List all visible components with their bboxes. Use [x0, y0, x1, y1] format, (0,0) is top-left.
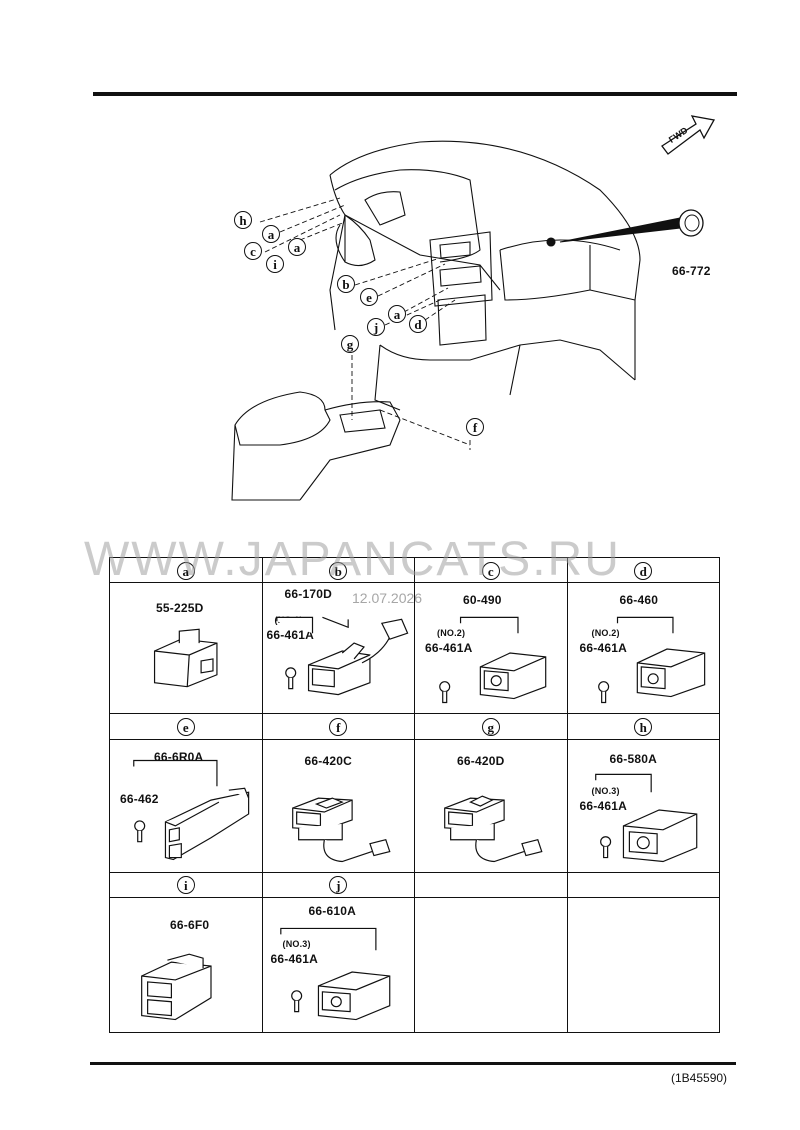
- sub-part-number: 66-461A: [270, 951, 318, 966]
- switch-icon: [439, 616, 547, 704]
- console-switch-icon: [291, 796, 391, 862]
- header-h: h: [566, 713, 720, 740]
- part-number: 66-6F0: [170, 917, 210, 932]
- header-e: e: [109, 713, 263, 740]
- part-number: 66-420D: [457, 753, 505, 768]
- cell-j: 66-610A (NO.3) 66-461A: [261, 896, 415, 1034]
- callout-a: a: [176, 561, 195, 580]
- callout-d: d: [634, 561, 653, 580]
- header-empty-1: [414, 871, 568, 898]
- parts-grid: a b c d 55-225D 66-170D (NO.1) 66-461A: [109, 556, 720, 1034]
- bottom-rule: [90, 1062, 736, 1065]
- note: (NO.3): [591, 785, 620, 796]
- part-number: 66-580A: [609, 751, 657, 766]
- callout-a: a: [262, 225, 280, 243]
- callout-f: f: [329, 717, 348, 736]
- switch-icon: [597, 616, 705, 704]
- dual-switch-icon: [141, 953, 212, 1020]
- sub-part-number: 66-462: [120, 791, 159, 806]
- switch-cover-icon: [153, 628, 218, 688]
- header-b: b: [261, 556, 415, 584]
- callout-i: i: [266, 255, 284, 273]
- part-number: 60-490: [463, 593, 502, 608]
- callout-h: h: [234, 211, 252, 229]
- cell-d: 66-460 (NO.2) 66-461A: [566, 582, 720, 715]
- callout-g: g: [481, 717, 500, 736]
- part-number: 66-610A: [308, 903, 356, 918]
- grommet-icon: [678, 209, 704, 237]
- part-number: 66-420C: [304, 753, 352, 768]
- part-number: 66-460: [619, 593, 659, 608]
- watermark-date: 12.07.2026: [352, 590, 423, 606]
- cell-i: 66-6F0: [109, 896, 263, 1034]
- callout-a: a: [388, 305, 406, 323]
- sub-part-number: 66-461A: [425, 641, 473, 656]
- cell-h: 66-580A (NO.3) 66-461A: [566, 738, 720, 873]
- switch-with-harness-icon: [275, 616, 408, 696]
- cell-e: 66-6R0A 66-462: [109, 738, 263, 873]
- switch-icon: [594, 773, 697, 862]
- callout-b: b: [329, 561, 348, 580]
- cell-b: 66-170D (NO.1) 66-461A: [261, 582, 415, 715]
- callout-h: h: [634, 717, 653, 736]
- cell-g: 66-420D: [414, 738, 568, 873]
- sub-part-number: 66-461A: [579, 641, 627, 656]
- sub-part-number: 66-461A: [266, 628, 314, 643]
- callout-g: g: [341, 335, 359, 353]
- callout-j: j: [367, 318, 385, 336]
- switch-icon: [279, 927, 390, 1020]
- header-f: f: [261, 713, 415, 740]
- header-empty-2: [566, 871, 720, 898]
- callout-c: c: [244, 242, 262, 260]
- header-g: g: [414, 713, 568, 740]
- header-a: a: [109, 556, 263, 584]
- cell-empty-1: [414, 896, 568, 1034]
- part-number: 55-225D: [156, 601, 204, 616]
- cell-empty-2: [566, 896, 720, 1034]
- cell-a: 55-225D: [109, 582, 263, 715]
- cell-c: 60-490 (NO.2) 66-461A: [414, 582, 568, 715]
- callout-f: f: [466, 418, 484, 436]
- top-rule: [93, 92, 737, 96]
- note: (NO.2): [591, 628, 620, 639]
- diagram-code: (1B45590): [671, 1071, 728, 1085]
- callout-j: j: [329, 876, 348, 895]
- note: (NO.2): [437, 628, 466, 639]
- header-d: d: [566, 556, 720, 584]
- part-number: 66-170D: [284, 587, 332, 602]
- header-c: c: [414, 556, 568, 584]
- callout-c: c: [481, 561, 500, 580]
- header-i: i: [109, 871, 263, 898]
- callout-e: e: [360, 288, 378, 306]
- dual-switch-icon: [133, 759, 250, 860]
- callout-d: d: [409, 315, 427, 333]
- callout-b: b: [337, 275, 355, 293]
- console-switch-icon: [444, 795, 543, 862]
- callout-a: a: [288, 238, 306, 256]
- sub-part-number: 66-461A: [579, 798, 627, 813]
- part-number-66-772: 66-772: [672, 264, 711, 278]
- callout-e: e: [176, 717, 195, 736]
- note: (NO.3): [282, 938, 311, 949]
- dashboard-illustration: [231, 140, 681, 501]
- fwd-arrow-icon: [661, 115, 716, 155]
- cell-f: 66-420C: [261, 738, 415, 873]
- header-j: j: [261, 871, 415, 898]
- callout-i: i: [176, 876, 195, 895]
